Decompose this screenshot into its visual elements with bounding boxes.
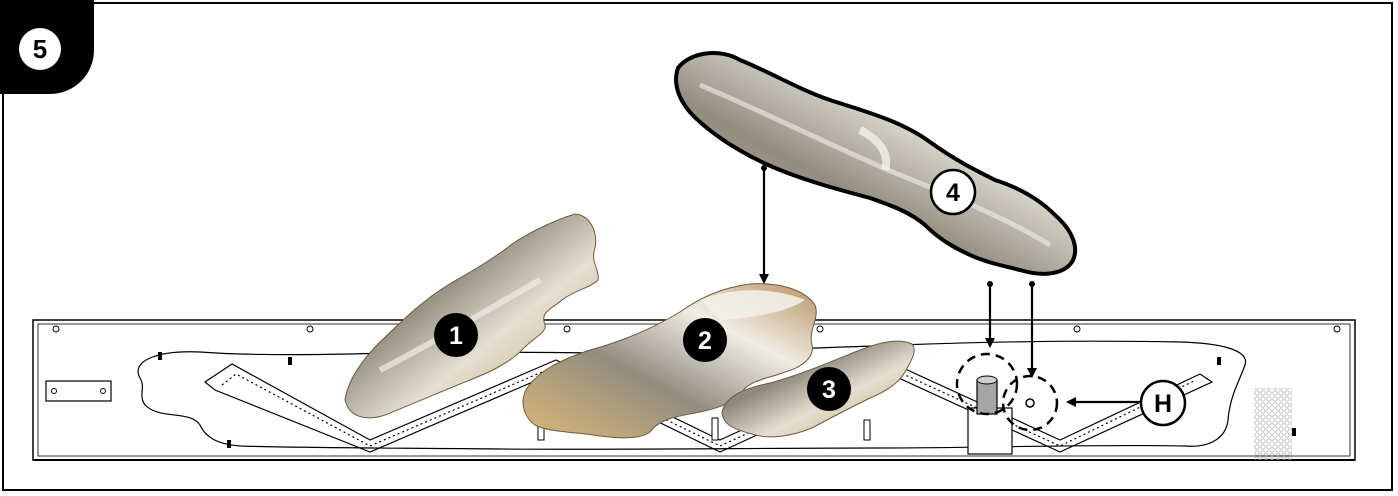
callout-3: 3 [807,367,851,411]
callout-2-label: 2 [698,327,712,355]
callout-4-label: 4 [946,179,960,207]
callout-2: 2 [683,318,727,362]
log-4 [676,53,1075,274]
left-bracket [46,381,111,401]
callout-h-label: H [1154,390,1172,418]
callout-1-label: 1 [449,322,463,350]
callout-3-label: 3 [822,376,836,404]
callout-1: 1 [434,313,478,357]
callout-h: H [1141,381,1185,425]
ember-grid [1254,388,1292,460]
callout-4: 4 [931,170,975,214]
